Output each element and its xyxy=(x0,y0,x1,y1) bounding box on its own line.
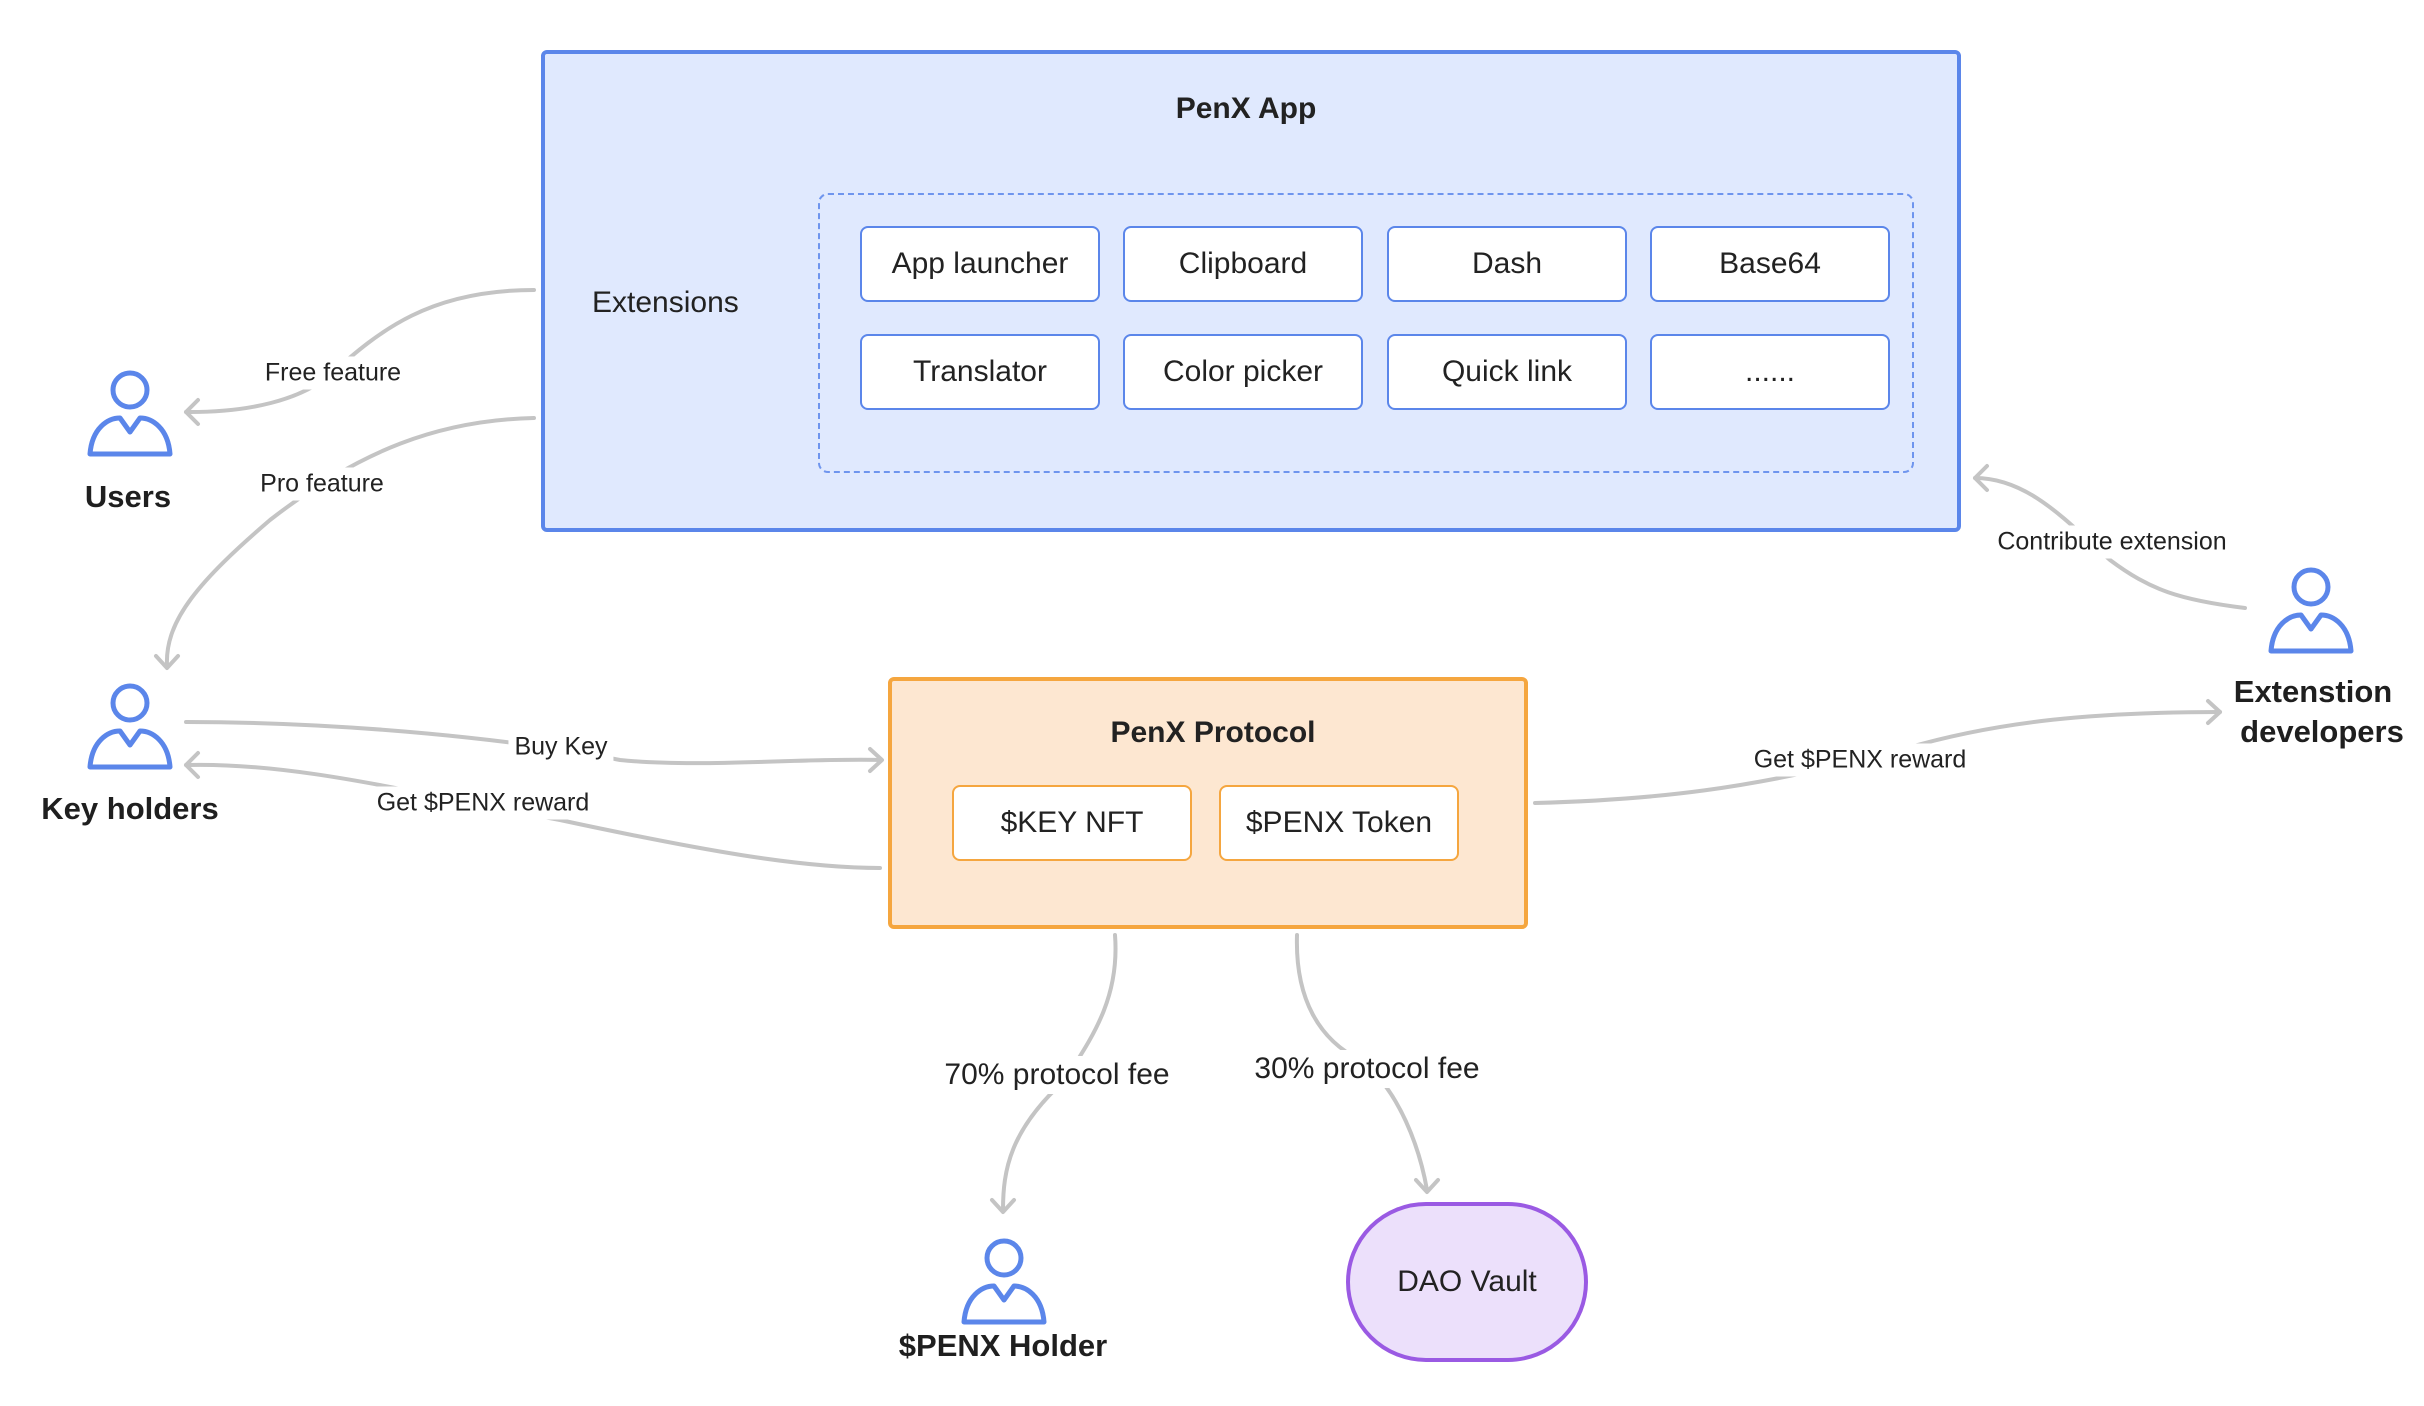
extension-dash[interactable]: Dash xyxy=(1387,226,1627,302)
extension-translator[interactable]: Translator xyxy=(860,334,1100,410)
edge-label-get-reward-developers: Get $PENX reward xyxy=(1747,743,1973,777)
extensions-group xyxy=(818,193,1914,473)
arrowhead-penx-holder xyxy=(990,1198,1016,1214)
edge-label-fee-70: 70% protocol fee xyxy=(938,1056,1176,1094)
extension-app-launcher[interactable]: App launcher xyxy=(860,226,1100,302)
penx-protocol-title: PenX Protocol xyxy=(1110,716,1316,749)
dao-vault[interactable]: DAO Vault xyxy=(1346,1202,1588,1362)
arrowhead-app xyxy=(1973,464,1989,492)
actor-developers-label-line2: developers xyxy=(2240,714,2404,749)
edge-contribute-extension xyxy=(1973,476,2247,610)
extension-base64[interactable]: Base64 xyxy=(1650,226,1890,302)
extension-color-picker[interactable]: Color picker xyxy=(1123,334,1363,410)
actor-developers-label-line1: Extenstion xyxy=(2233,674,2393,709)
extension-clipboard[interactable]: Clipboard xyxy=(1123,226,1363,302)
person-icon xyxy=(2268,567,2354,654)
edge-label-get-reward-keyholders: Get $PENX reward xyxy=(370,786,596,820)
edge-free-feature xyxy=(188,288,536,414)
arrowhead-keyholders-reward xyxy=(184,751,200,779)
edge-label-buy-key: Buy Key xyxy=(508,730,614,764)
edge-label-pro-feature: Pro feature xyxy=(254,467,390,501)
edge-label-free-feature: Free feature xyxy=(258,356,408,390)
edge-label-contribute-extension: Contribute extension xyxy=(1991,525,2233,559)
person-icon xyxy=(87,683,173,770)
arrowhead-developers xyxy=(2206,699,2222,725)
arrowhead-keyholders-pro xyxy=(154,654,180,670)
edge-pro-feature xyxy=(164,416,536,667)
arrowhead-protocol xyxy=(868,747,884,773)
key-nft-item[interactable]: $KEY NFT xyxy=(952,785,1192,861)
person-icon xyxy=(87,370,173,457)
extension-more[interactable]: ...... xyxy=(1650,334,1890,410)
arrowhead-vault xyxy=(1414,1178,1440,1194)
actor-penx-holder-label: $PENX Holder xyxy=(898,1328,1108,1363)
actor-key-holders-label: Key holders xyxy=(41,791,219,826)
penx-token-item[interactable]: $PENX Token xyxy=(1219,785,1459,861)
extensions-label: Extensions xyxy=(592,286,739,319)
actor-users-label: Users xyxy=(84,479,172,514)
extension-quick-link[interactable]: Quick link xyxy=(1387,334,1627,410)
edge-get-reward-keyholders xyxy=(184,762,882,870)
person-icon xyxy=(961,1238,1047,1325)
edge-label-fee-30: 30% protocol fee xyxy=(1248,1050,1486,1088)
arrowhead-users xyxy=(184,398,200,426)
penx-app-title: PenX App xyxy=(1175,92,1317,125)
